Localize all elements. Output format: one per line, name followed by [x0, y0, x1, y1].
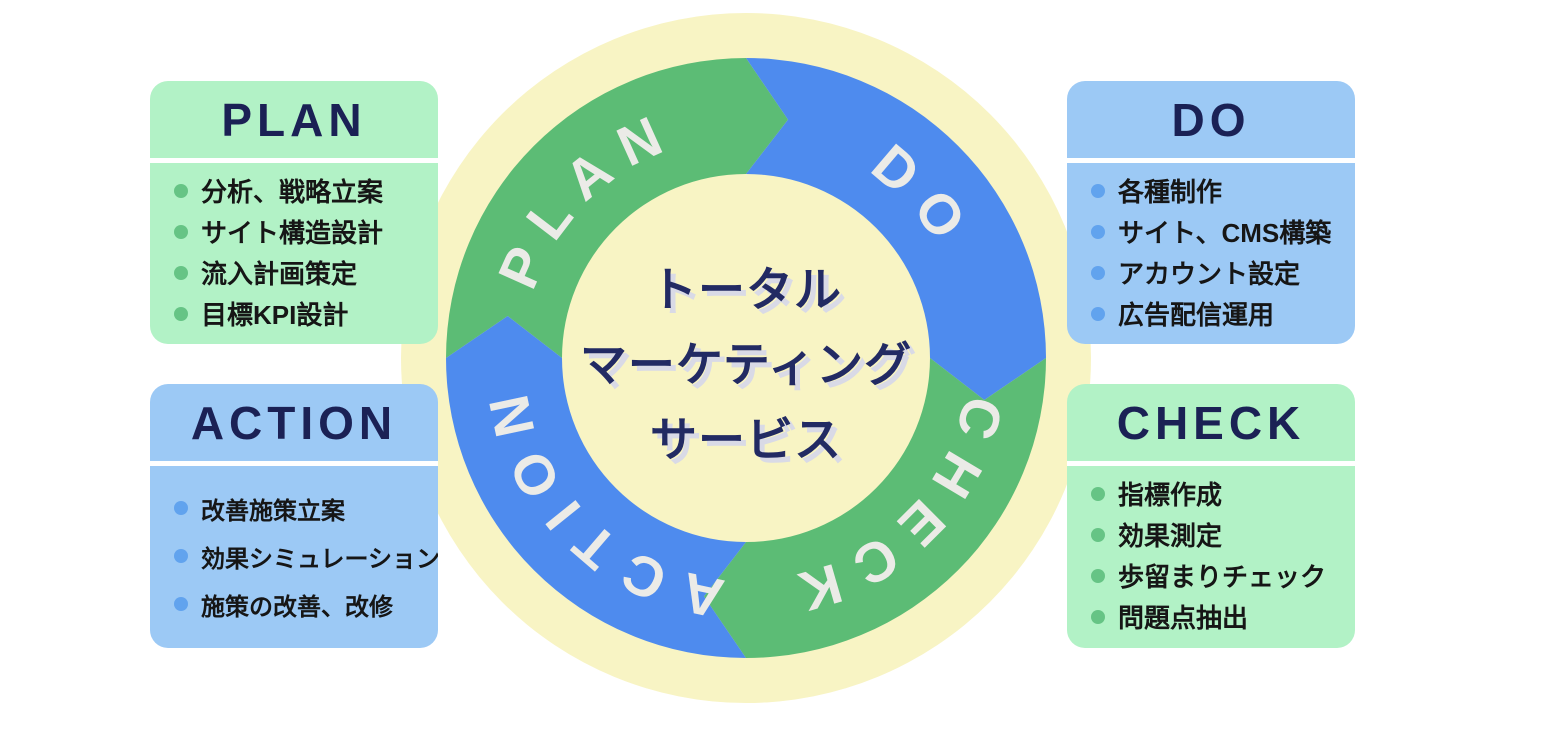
list-item-label: 効果シミュレーション: [201, 545, 438, 573]
list-item: 効果シミュレーション: [174, 532, 438, 580]
list-item-label: 分析、戦略立案: [201, 177, 384, 207]
ring-segment-action-arrow: [446, 315, 746, 658]
bullet-icon: [1091, 306, 1105, 321]
center-title-line-3: サービス: [650, 413, 842, 466]
check-card-title: CHECK: [1067, 384, 1355, 466]
bullet-icon: [1091, 224, 1105, 239]
plan-card: PLAN 分析、戦略立案 サイト構造設計 流入計画策定 目標KPI設計: [150, 81, 438, 344]
plan-card-body: 分析、戦略立案 サイト構造設計 流入計画策定 目標KPI設計: [150, 163, 438, 334]
list-item: アカウント設定: [1091, 252, 1347, 293]
list-item-label: 効果測定: [1118, 521, 1223, 551]
list-item: 広告配信運用: [1091, 293, 1347, 334]
check-card-body: 指標作成 効果測定 歩留まりチェック 問題点抽出: [1067, 466, 1355, 637]
check-card: CHECK 指標作成 効果測定 歩留まりチェック 問題点抽出: [1067, 384, 1355, 648]
list-item: 問題点抽出: [1091, 596, 1347, 637]
list-item: 効果測定: [1091, 514, 1347, 555]
list-item: サイト構造設計: [174, 211, 430, 252]
list-item: 改善施策立案: [174, 484, 430, 532]
list-item: 歩留まりチェック: [1091, 555, 1347, 596]
list-item-label: 指標作成: [1118, 480, 1223, 510]
do-card: DO 各種制作 サイト、CMS構築 アカウント設定 広告配信運用: [1067, 81, 1355, 344]
bullet-icon: [174, 183, 188, 198]
list-item: 各種制作: [1091, 170, 1347, 211]
bullet-icon: [174, 224, 188, 239]
bullet-icon: [174, 549, 188, 563]
do-card-body: 各種制作 サイト、CMS構築 アカウント設定 広告配信運用: [1067, 163, 1355, 334]
ring-segment-plan-arrow: [446, 58, 789, 358]
list-item-label: 流入計画策定: [201, 259, 358, 289]
list-item-label: 歩留まりチェック: [1118, 562, 1327, 592]
list-item-label: 目標KPI設計: [201, 300, 349, 330]
bullet-icon: [174, 306, 188, 321]
bullet-icon: [174, 501, 188, 515]
list-item-label: サイト構造設計: [201, 218, 384, 248]
list-item-label: 問題点抽出: [1118, 603, 1249, 633]
center-title: トータル マーケティング サービス: [496, 252, 996, 477]
plan-card-title: PLAN: [150, 81, 438, 163]
list-item: 施策の改善、改修: [174, 580, 430, 628]
list-item-label: 施策の改善、改修: [201, 593, 393, 621]
ring-segment-check-arrow: [703, 358, 1046, 658]
list-item-label: 各種制作: [1118, 177, 1223, 207]
ring-segment-do-arrow: [746, 58, 1046, 401]
list-item-label: サイト、CMS構築: [1118, 218, 1332, 248]
list-item: サイト、CMS構築: [1091, 211, 1347, 252]
bullet-icon: [1091, 568, 1105, 583]
bullet-icon: [174, 597, 188, 611]
center-title-line-2: マーケティング: [579, 338, 913, 391]
bullet-icon: [174, 265, 188, 280]
do-card-title: DO: [1067, 81, 1355, 163]
list-item-label: 改善施策立案: [201, 497, 345, 525]
action-card-title: ACTION: [150, 384, 438, 466]
bullet-icon: [1091, 265, 1105, 280]
bullet-icon: [1091, 527, 1105, 542]
list-item: 分析、戦略立案: [174, 170, 430, 211]
action-card-body: 改善施策立案 効果シミュレーション 施策の改善、改修: [150, 466, 438, 628]
list-item-label: アカウント設定: [1118, 259, 1301, 289]
list-item: 指標作成: [1091, 473, 1347, 514]
list-item: 流入計画策定: [174, 252, 430, 293]
bullet-icon: [1091, 183, 1105, 198]
list-item-label: 広告配信運用: [1118, 300, 1275, 330]
list-item: 目標KPI設計: [174, 293, 430, 334]
center-title-line-1: トータル: [650, 263, 842, 316]
bullet-icon: [1091, 486, 1105, 501]
bullet-icon: [1091, 609, 1105, 624]
action-card: ACTION 改善施策立案 効果シミュレーション 施策の改善、改修: [150, 384, 438, 648]
